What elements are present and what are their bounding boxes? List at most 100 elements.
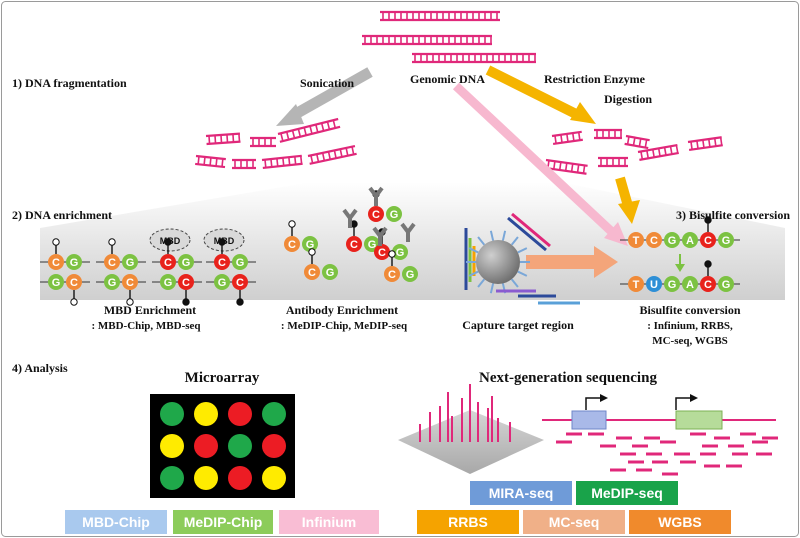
base-letter: G bbox=[306, 239, 315, 251]
microarray-spot-yellow bbox=[262, 466, 286, 490]
base-letter: G bbox=[126, 257, 135, 269]
base-letter: G bbox=[236, 257, 245, 269]
microarray-spot-red bbox=[228, 466, 252, 490]
mbd-chip-label: MBD-Chip bbox=[65, 510, 167, 534]
capture-title: Capture target region bbox=[462, 318, 574, 332]
bisulfite-title: Bisulfite conversion bbox=[640, 303, 741, 317]
guanine-node: G bbox=[402, 266, 418, 282]
bisulfite-base bbox=[718, 232, 734, 248]
cytosine-node: C bbox=[232, 274, 248, 290]
base-letter: G bbox=[218, 277, 227, 289]
ngs-peaks bbox=[419, 384, 511, 442]
bisulfite-base-letter: U bbox=[650, 279, 658, 291]
base-letter: C bbox=[70, 277, 78, 289]
bisulfite-base-letter: A bbox=[686, 279, 694, 291]
bisulfite-base bbox=[646, 232, 662, 248]
sonication-fragments bbox=[195, 117, 357, 170]
cytosine-node: C bbox=[284, 236, 300, 252]
antibody-title: Antibody Enrichment bbox=[286, 303, 398, 317]
bisulfite-base-letter: G bbox=[722, 279, 731, 291]
section-enrichment: 2) DNA enrichment bbox=[12, 208, 112, 222]
cytosine-node: C bbox=[178, 274, 194, 290]
antibody-sub: : MeDIP-Chip, MeDIP-seq bbox=[281, 320, 408, 332]
probe-spike bbox=[501, 230, 507, 241]
microarray-spot-yellow bbox=[160, 434, 184, 458]
dna-fragment bbox=[594, 128, 622, 140]
guanine-node: G bbox=[66, 254, 82, 270]
methyl-marker bbox=[108, 238, 116, 254]
capture-bead bbox=[464, 212, 580, 305]
restriction-label-2: Digestion bbox=[604, 92, 652, 106]
cytosine-node: C bbox=[104, 254, 120, 270]
methyl-marker bbox=[288, 220, 296, 236]
cytosine-node: C bbox=[48, 254, 64, 270]
methyl-marker bbox=[388, 250, 396, 266]
genomic-dna-label: Genomic DNA bbox=[410, 72, 485, 86]
antibody bbox=[342, 208, 358, 228]
base-letter: C bbox=[350, 239, 358, 251]
guanine-node: G bbox=[178, 254, 194, 270]
antibody bbox=[400, 222, 416, 242]
base-letter: G bbox=[70, 257, 79, 269]
guanine-node: G bbox=[48, 274, 64, 290]
base-letter: C bbox=[52, 257, 60, 269]
probe-spike bbox=[489, 230, 495, 241]
bisulfite-base bbox=[628, 232, 644, 248]
rrbs-label: RRBS bbox=[417, 510, 519, 534]
base-letter: C bbox=[236, 277, 244, 289]
base-letter: G bbox=[108, 277, 117, 289]
bisulfite-base bbox=[646, 276, 662, 292]
probe-spike bbox=[517, 270, 528, 277]
guanine-node: G bbox=[214, 274, 230, 290]
methyl-marker bbox=[350, 220, 358, 236]
microarray-spot-red bbox=[228, 402, 252, 426]
section-analysis: 4) Analysis bbox=[12, 361, 68, 375]
dna-fragment bbox=[624, 134, 650, 150]
medip-chip-label: MeDIP-Chip bbox=[173, 510, 273, 534]
base-letter: G bbox=[182, 257, 191, 269]
mira-seq-label: MIRA-seq bbox=[470, 481, 572, 505]
infinium-label: Infinium bbox=[279, 510, 379, 534]
microarray-spot-red bbox=[194, 434, 218, 458]
microarray-spots bbox=[160, 402, 286, 490]
microarray-spot-green bbox=[262, 402, 286, 426]
sonication-label: Sonication bbox=[300, 76, 354, 90]
probe-spike bbox=[517, 247, 528, 254]
restriction-to-bisulfite-arrow bbox=[615, 176, 640, 224]
dna-fragment bbox=[544, 158, 588, 175]
methyl-marker bbox=[70, 290, 78, 306]
dna-fragment bbox=[277, 117, 341, 143]
bisulfite-base bbox=[628, 276, 644, 292]
probe-spike bbox=[489, 283, 495, 294]
dna-fragment bbox=[232, 158, 256, 170]
guanine-node: G bbox=[104, 274, 120, 290]
methyl-marker bbox=[236, 290, 244, 306]
microarray-spot-green bbox=[160, 466, 184, 490]
cytosine-node: C bbox=[384, 266, 400, 282]
section-fragmentation: 1) DNA fragmentation bbox=[12, 76, 127, 90]
mc-seq-label: MC-seq bbox=[523, 510, 625, 534]
microarray-spot-red bbox=[262, 434, 286, 458]
bisulfite-base-letter: C bbox=[704, 279, 712, 291]
base-letter: G bbox=[390, 209, 399, 221]
methyl-marker bbox=[704, 260, 712, 276]
genomic-strand bbox=[362, 34, 492, 46]
bisulfite-base bbox=[664, 276, 680, 292]
base-letter: C bbox=[372, 209, 380, 221]
wgbs-label: WGBS bbox=[629, 510, 731, 534]
base-letter: C bbox=[164, 257, 172, 269]
cytosine-node: C bbox=[368, 206, 384, 222]
ngs-reads bbox=[556, 432, 778, 476]
methyl-marker bbox=[126, 290, 134, 306]
guanine-node: G bbox=[322, 264, 338, 280]
microarray-title: Microarray bbox=[185, 370, 260, 386]
base-letter: G bbox=[406, 269, 415, 281]
dna-fragment bbox=[205, 132, 241, 146]
methyl-marker bbox=[164, 238, 172, 254]
guanine-node: G bbox=[302, 236, 318, 252]
base-letter: C bbox=[108, 257, 116, 269]
conversion-arrow bbox=[675, 254, 685, 272]
